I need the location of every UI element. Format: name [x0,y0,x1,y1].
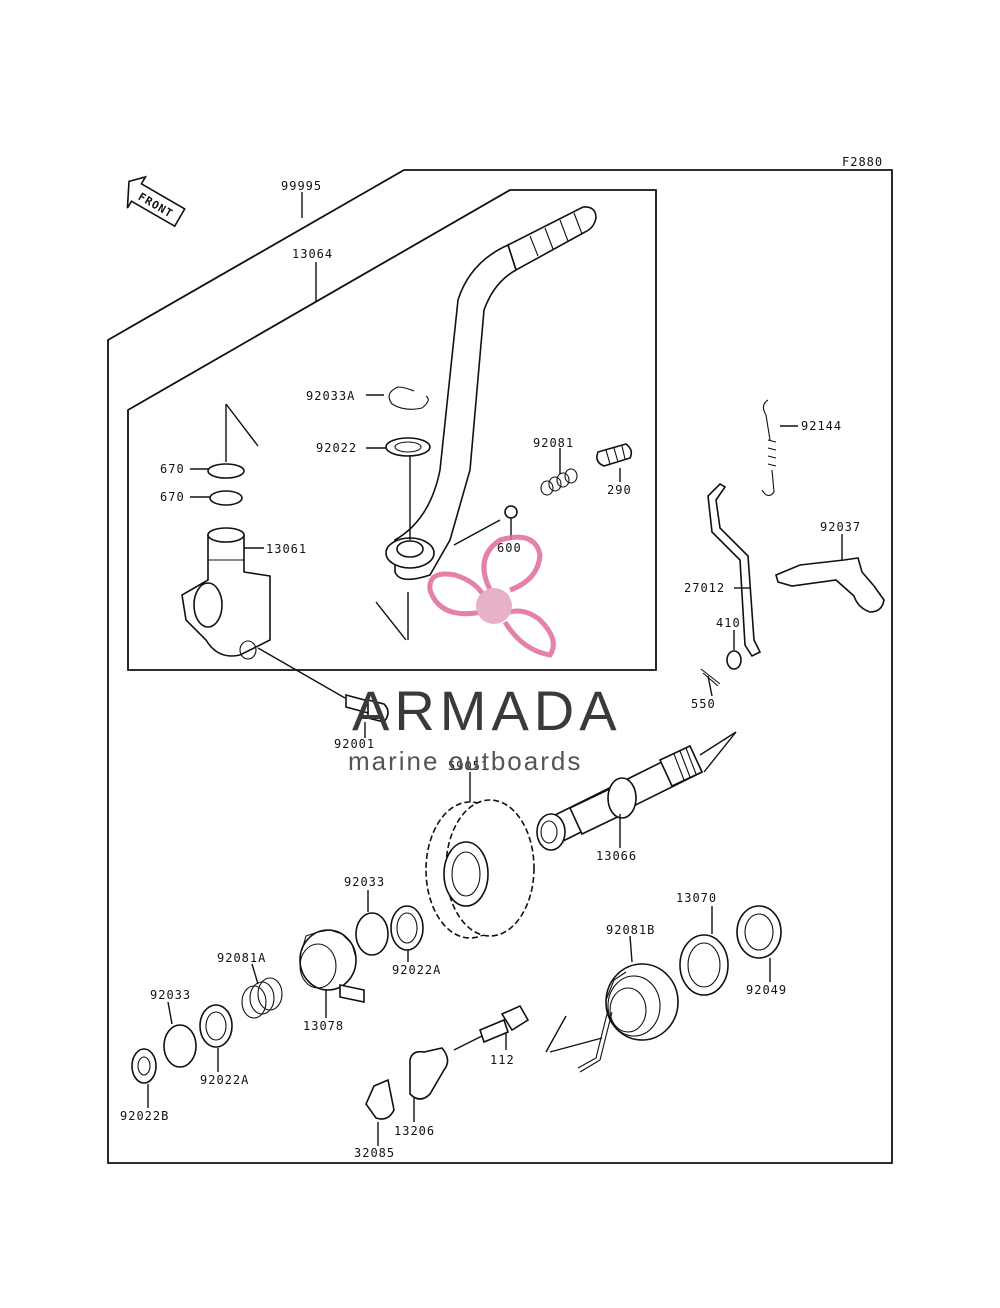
part-labels: 99995 13064 92033A 92022 670 670 13061 9… [120,179,861,1160]
pedal-boss-13061 [181,527,271,660]
label-13064: 13064 [292,247,333,261]
label-59051: 59051 [448,759,489,773]
figure-code: F2880 [842,155,883,169]
label-92001: 92001 [334,737,375,751]
watermark-tagline: marine outboards [348,746,582,776]
bushing-92049 [736,905,782,959]
spring-92081 [540,468,578,496]
circlip-92033-mid [355,912,389,956]
label-92022b: 92022B [120,1109,169,1123]
label-112: 112 [490,1053,515,1067]
label-13078: 13078 [303,1019,344,1033]
spring-92081a [241,977,283,1019]
washer-92022a-low [199,1004,233,1048]
o-ring-670-b [209,490,243,506]
outer-frame [107,169,893,1164]
inner-frame [127,189,657,671]
leader-lines [147,192,843,1146]
washer-92022a-mid [390,905,424,951]
label-13061: 13061 [266,542,307,556]
label-27012: 27012 [684,581,725,595]
bracket-92037 [775,557,885,613]
label-550: 550 [691,697,716,711]
label-99995: 99995 [281,179,322,193]
bolt-92001 [345,693,389,723]
cap-290 [596,443,633,467]
kick-gear-59051 [425,799,535,939]
label-290: 290 [607,483,632,497]
label-92022-top: 92022 [316,441,357,455]
label-92033a: 92033A [306,389,355,403]
rod-27012 [707,482,762,658]
cotter-pin-550 [700,668,721,687]
o-ring-670-a [207,463,245,479]
label-92081b: 92081B [606,923,655,937]
label-32085: 32085 [354,1146,395,1160]
pawl-13206 [409,1047,449,1100]
label-92022a-low: 92022A [200,1073,249,1087]
ball-600 [504,505,518,519]
label-410: 410 [716,616,741,630]
circlip-92033-low [163,1024,197,1068]
label-92144: 92144 [801,419,842,433]
watermark-brand: ARMADA [352,679,622,742]
label-92033-mid: 92033 [344,875,385,889]
label-13206: 13206 [394,1124,435,1138]
label-92033-low: 92033 [150,988,191,1002]
circlip-92033a [388,386,429,410]
label-13070: 13070 [676,891,717,905]
label-670-b: 670 [160,490,185,504]
washer-92022-top [385,437,431,457]
torsion-spring-92081b [577,963,679,1073]
label-13066: 13066 [596,849,637,863]
kick-shaft-13066 [536,744,704,851]
propeller-logo-icon [427,534,556,658]
washer-410 [726,650,742,670]
spring-92144 [761,399,777,497]
label-92081a: 92081A [217,951,266,965]
ratchet-13078 [299,929,365,1003]
guide-13070 [679,934,729,996]
kick-pedal-lever [385,206,597,581]
label-92049: 92049 [746,983,787,997]
label-600: 600 [497,541,522,555]
watermark: ARMADA marine outboards [348,534,622,776]
label-92037: 92037 [820,520,861,534]
washer-92022b [131,1048,157,1084]
label-92081: 92081 [533,436,574,450]
front-arrow-icon: FRONT [126,175,186,228]
bolt-112 [479,1004,530,1044]
label-92022a-mid: 92022A [392,963,441,977]
label-670-a: 670 [160,462,185,476]
pin-32085 [365,1078,395,1120]
